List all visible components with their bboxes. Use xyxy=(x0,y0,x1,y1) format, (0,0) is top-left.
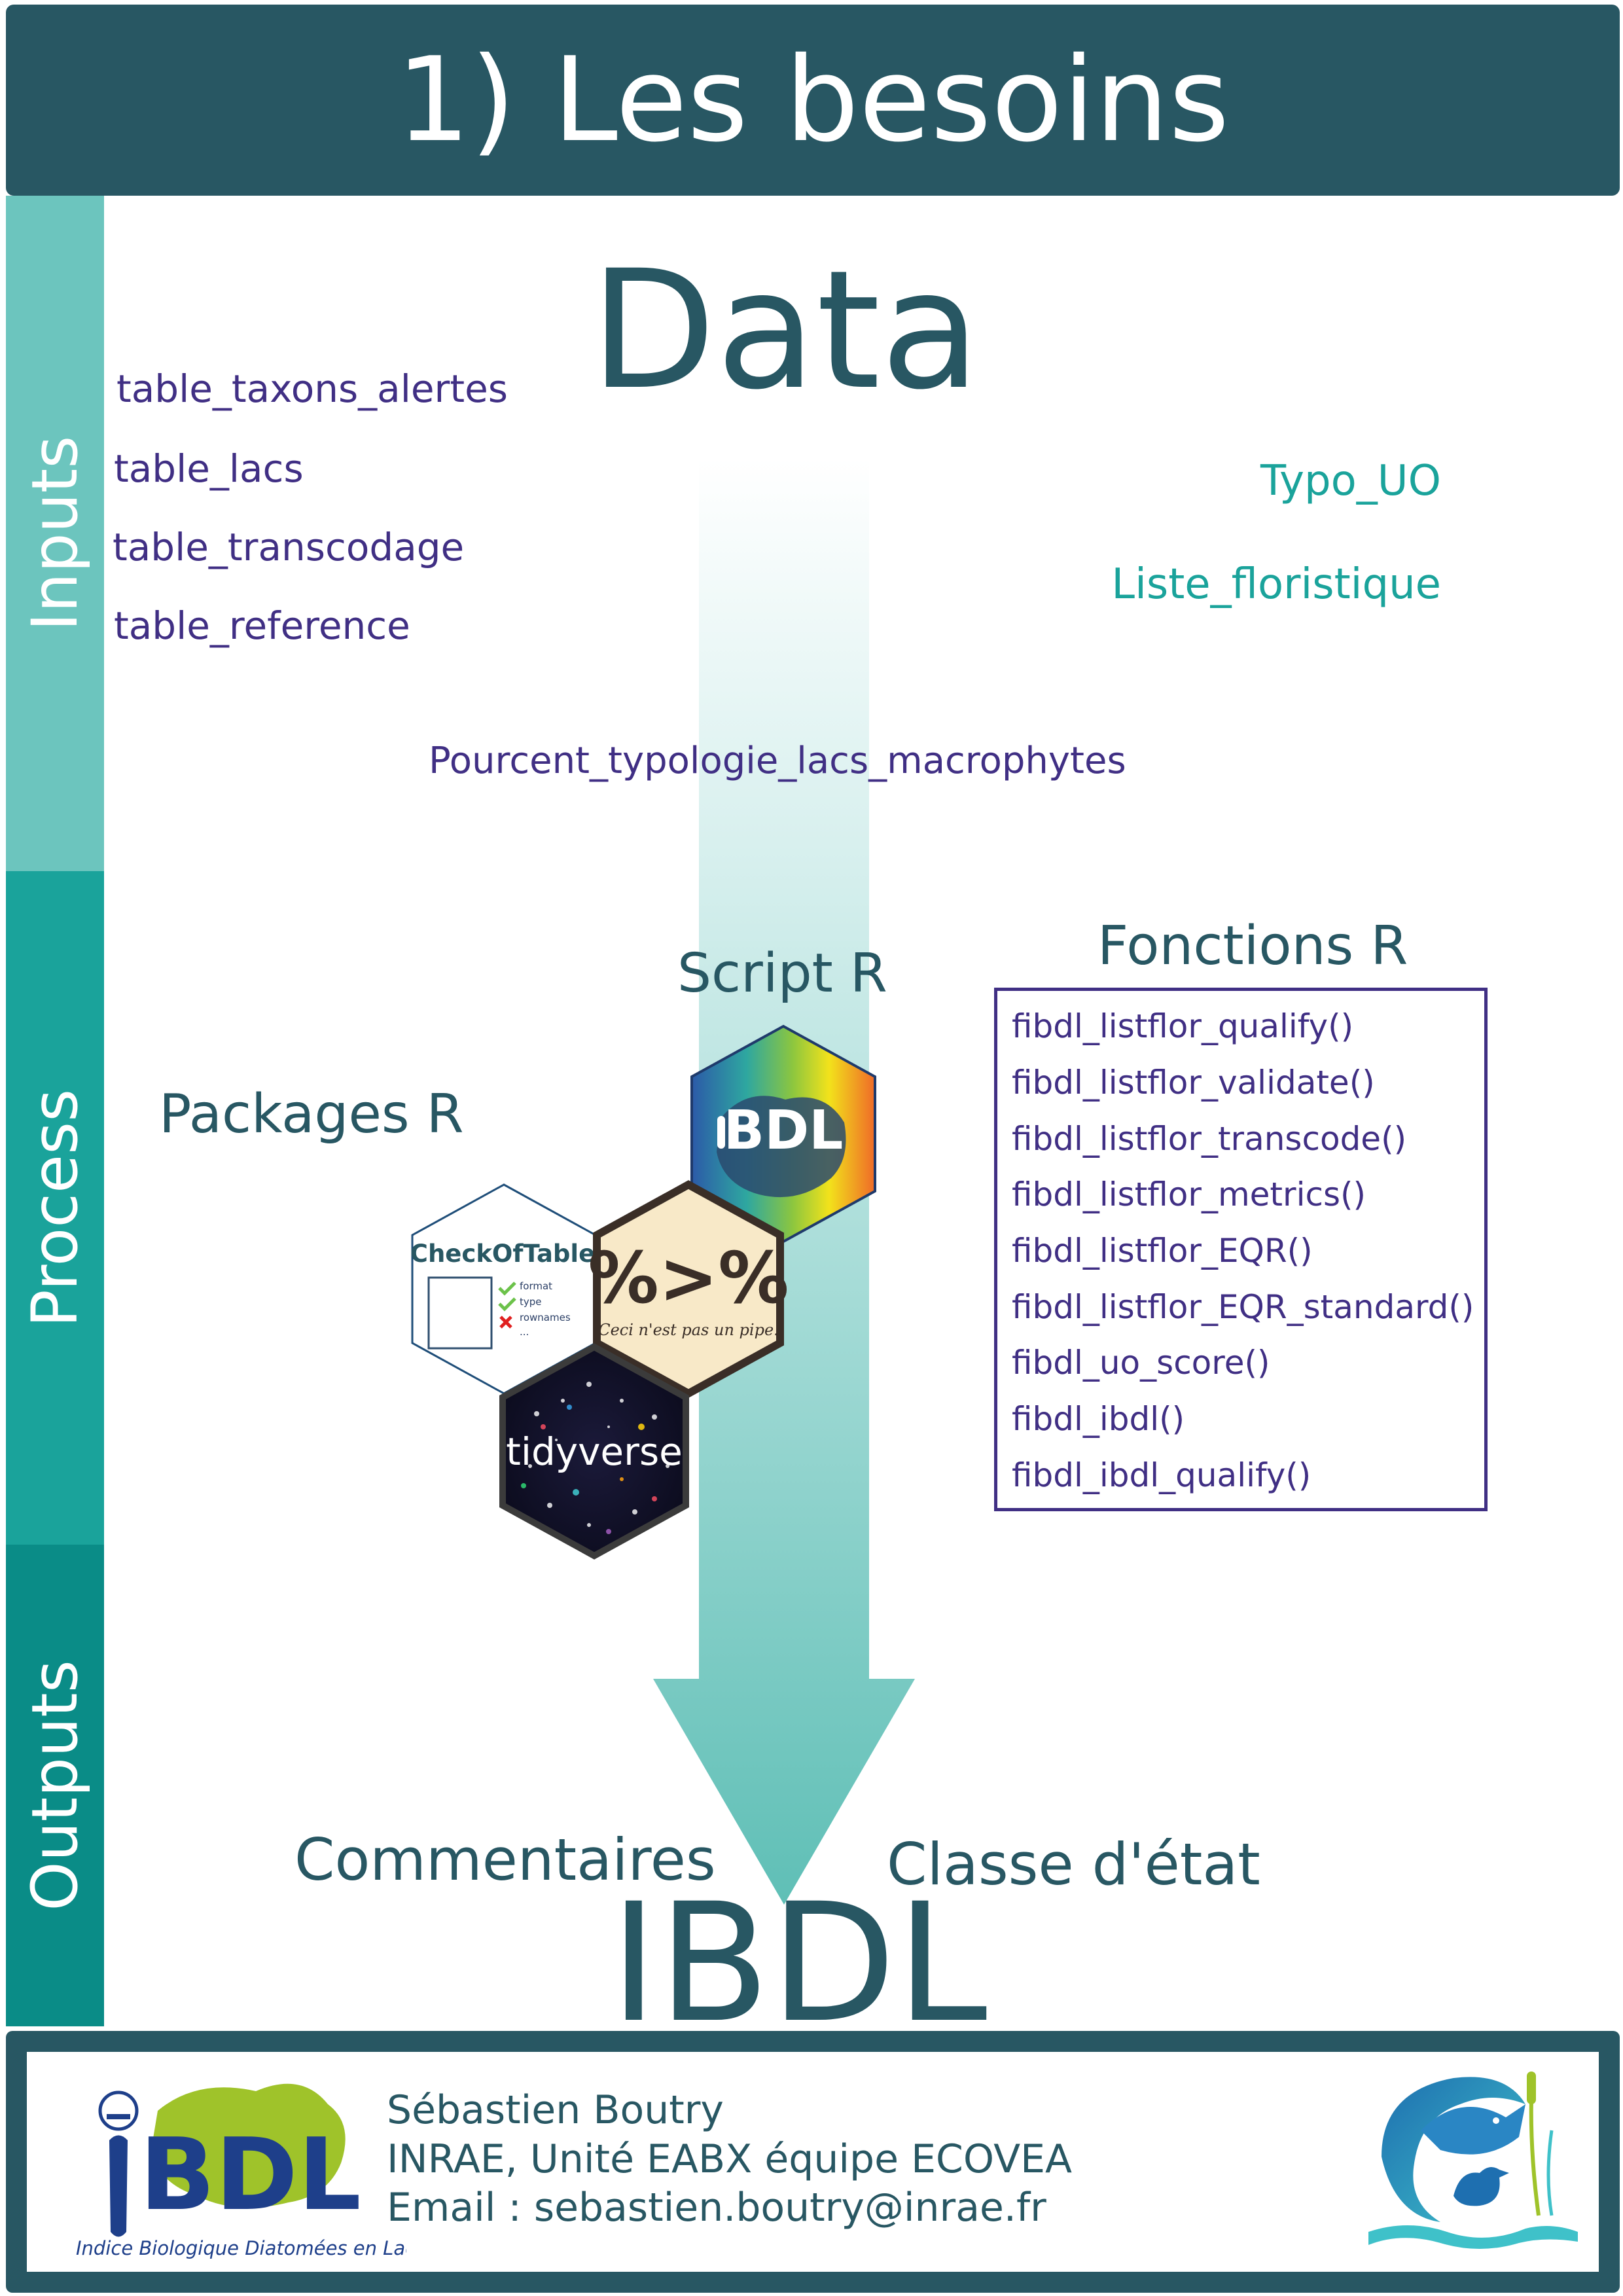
ibdl-hex: BDL xyxy=(690,1024,876,1244)
tidyverse-text: tidyverse xyxy=(506,1429,683,1474)
script-title: Script R xyxy=(677,942,887,1005)
functions-title: Fonctions R xyxy=(1097,915,1408,977)
checkoftable-item: format xyxy=(520,1280,552,1292)
function-item: fibdl_listflor_validate() xyxy=(1012,1064,1375,1102)
output-commentaires: Commentaires xyxy=(294,1826,716,1893)
checkoftable-item: rownames xyxy=(520,1312,571,1323)
output-classe-etat: Classe d'état xyxy=(887,1831,1260,1898)
ibdl-logo-text: BDL xyxy=(139,2117,361,2233)
input-center-table: Pourcent_typologie_lacs_macrophytes xyxy=(429,740,1126,782)
function-item: fibdl_listflor_metrics() xyxy=(1012,1175,1366,1213)
input-table-item: table_transcodage xyxy=(113,525,465,569)
input-table-item: table_lacs xyxy=(114,446,304,491)
page-title: 1) Les besoins xyxy=(396,32,1230,168)
output-ibdl-title: IBDL xyxy=(609,1868,988,2058)
header-bar: 1) Les besoins xyxy=(6,5,1620,196)
checkoftable-title: CheckOfTable xyxy=(410,1240,595,1268)
function-item: fibdl_ibdl_qualify() xyxy=(1012,1456,1311,1494)
input-table-item: table_taxons_alertes xyxy=(116,367,508,411)
functions-box: fibdl_listflor_qualify() fibdl_listflor_… xyxy=(994,988,1488,1511)
magrittr-hex: %>% Ceci n'est pas un pipe. xyxy=(588,1180,789,1398)
footer-bar: BDL Indice Biologique Diatomées en Lac S… xyxy=(6,2031,1620,2293)
packages-title: Packages R xyxy=(159,1083,464,1145)
input-table-item: table_reference xyxy=(114,603,410,648)
function-item: fibdl_listflor_EQR_standard() xyxy=(1012,1288,1474,1326)
footer-panel: BDL Indice Biologique Diatomées en Lac S… xyxy=(27,2052,1599,2272)
process-band: Process xyxy=(6,871,104,1545)
ibdl-logo-caption: Indice Biologique Diatomées en Lac xyxy=(76,2237,406,2259)
function-item: fibdl_listflor_transcode() xyxy=(1012,1120,1407,1158)
function-item: fibdl_uo_score() xyxy=(1012,1344,1270,1382)
data-title: Data xyxy=(590,235,981,425)
author-affiliation: INRAE, Unité EABX équipe ECOVEA xyxy=(387,2136,1073,2182)
inputs-label: Inputs xyxy=(18,435,92,632)
ibdl-hex-text: BDL xyxy=(724,1100,844,1162)
outputs-band: Outputs xyxy=(6,1545,104,2026)
ibdl-logo: BDL Indice Biologique Diatomées en Lac xyxy=(76,2083,406,2259)
checkoftable-item: type xyxy=(520,1296,542,1308)
process-label: Process xyxy=(18,1088,92,1327)
input-file-liste-floristique: Liste_floristique xyxy=(1111,560,1441,609)
author-email: Email : sebastien.boutry@inrae.fr xyxy=(387,2185,1046,2231)
function-item: fibdl_listflor_EQR() xyxy=(1012,1232,1313,1270)
inputs-band: Inputs xyxy=(6,196,104,871)
tidyverse-hex: tidyverse xyxy=(499,1343,689,1560)
outputs-label: Outputs xyxy=(18,1660,92,1911)
magrittr-caption: Ceci n'est pas un pipe. xyxy=(598,1321,779,1339)
input-file-typo-uo: Typo_UO xyxy=(1260,457,1441,505)
checkoftable-hex: CheckOfTable format type rownames ... xyxy=(410,1183,597,1395)
checkoftable-item: ... xyxy=(520,1326,529,1338)
function-item: fibdl_listflor_qualify() xyxy=(1012,1007,1354,1045)
magrittr-symbol: %>% xyxy=(588,1238,789,1319)
fish-duck-emblem-icon xyxy=(1368,2072,1578,2249)
function-item: fibdl_ibdl() xyxy=(1012,1400,1185,1438)
package-hex-stickers: BDL CheckOfTable format type rownames ..… xyxy=(410,1024,876,1560)
author-name: Sébastien Boutry xyxy=(387,2087,724,2133)
